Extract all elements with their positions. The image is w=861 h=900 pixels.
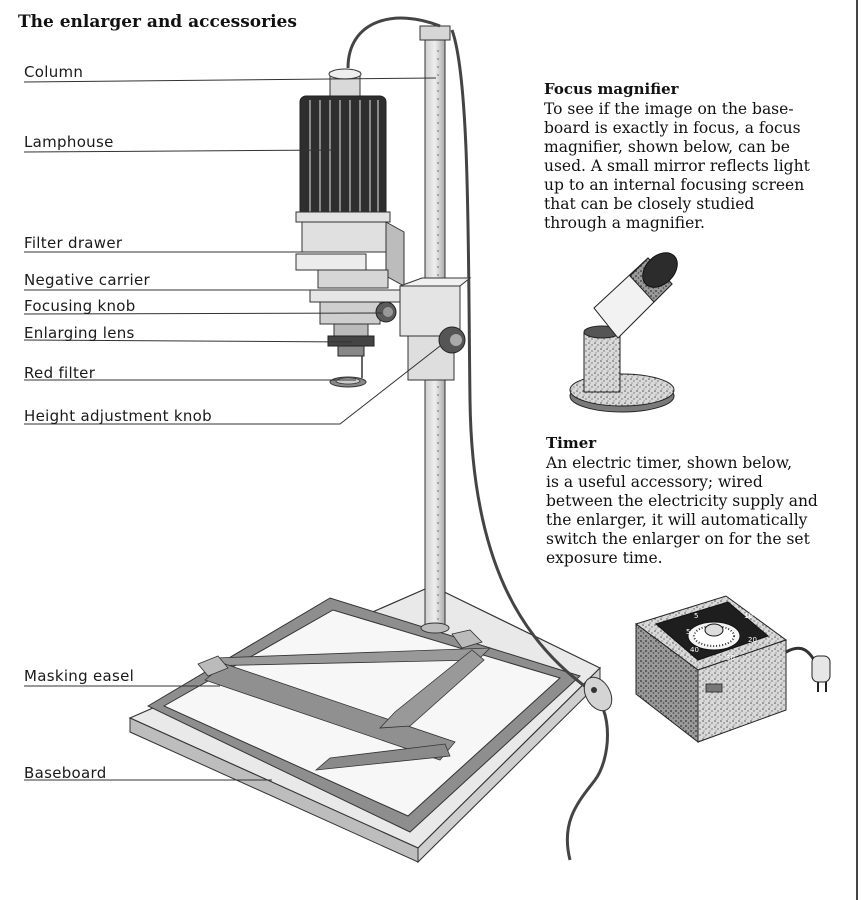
text-line: board is exactly in focus, a focus (544, 119, 801, 137)
power-cable (450, 29, 609, 861)
lamphouse (295, 68, 391, 223)
label-masking-easel: Masking easel (24, 667, 135, 685)
dial-number: 30 (726, 654, 735, 662)
cable-switch (583, 676, 613, 712)
text-line: up to an internal focusing screen (544, 176, 805, 194)
focus-magnifier-text: To see if the image on the base- board i… (544, 100, 844, 233)
text-line: between the electricity supply and (546, 492, 818, 510)
label-lamphouse: Lamphouse (24, 133, 114, 151)
timer-dial-numbers: 50 5 10 20 30 40 (686, 612, 757, 662)
text-line: used. A small mirror reflects light (544, 157, 810, 175)
text-line: is a useful accessory; wired (546, 473, 763, 491)
text-line: switch the enlarger on for the set (546, 530, 810, 548)
masking-easel (146, 597, 581, 833)
text-line: that can be closely studied (544, 195, 755, 213)
dial-number: 10 (744, 612, 753, 620)
page-edge-line (856, 0, 858, 900)
label-focusing-knob: Focusing knob (24, 297, 136, 315)
label-column: Column (24, 63, 84, 81)
focus-magnifier-heading: Focus magnifier (544, 80, 679, 98)
height-adjustment-knob (438, 326, 466, 354)
dial-number: 50 (686, 628, 695, 636)
label-enlarging-lens: Enlarging lens (24, 324, 135, 342)
text-line: To see if the image on the base- (544, 100, 794, 118)
enlarging-lens (327, 323, 375, 357)
focus-magnifier-illustration (569, 252, 678, 413)
label-negative-carrier: Negative carrier (24, 271, 150, 289)
label-height-knob: Height adjustment knob (24, 407, 212, 425)
text-line: exposure time. (546, 549, 663, 567)
dial-number: 20 (748, 636, 757, 644)
dial-number: 5 (694, 612, 698, 620)
timer-text: An electric timer, shown below, is a use… (546, 454, 846, 568)
text-line: magnifier, shown below, can be (544, 138, 790, 156)
red-filter (329, 356, 367, 388)
timer-illustration (634, 595, 831, 744)
label-baseboard: Baseboard (24, 764, 107, 782)
label-red-filter: Red filter (24, 364, 96, 382)
leader-lines (23, 77, 441, 781)
page-title: The enlarger and accessories (18, 12, 297, 32)
text-line: An electric timer, shown below, (546, 454, 793, 472)
timer-heading: Timer (546, 434, 597, 452)
text-line: the enlarger, it will automatically (546, 511, 808, 529)
focusing-knob (375, 301, 397, 323)
dial-number: 40 (690, 646, 699, 654)
text-line: through a magnifier. (544, 214, 705, 232)
label-filter-drawer: Filter drawer (24, 234, 123, 252)
